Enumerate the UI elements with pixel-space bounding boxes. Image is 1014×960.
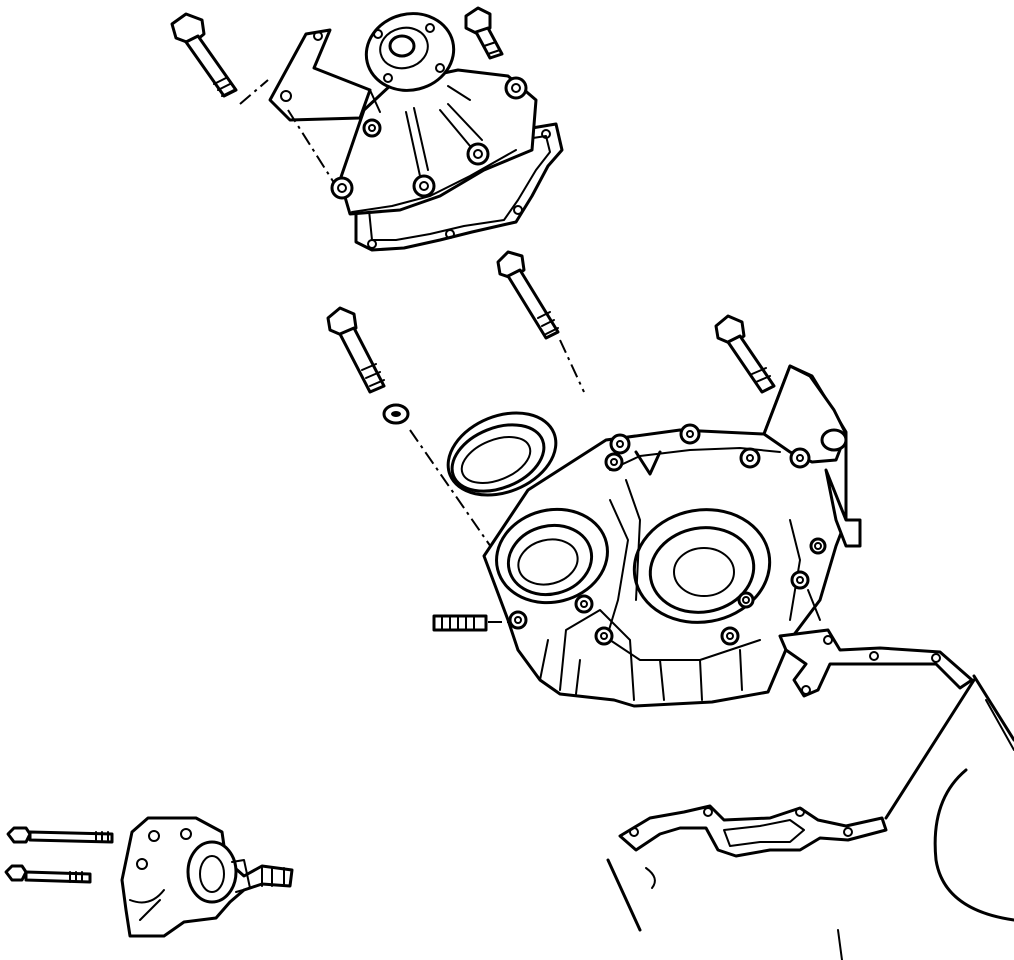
case-bolt-right	[714, 314, 776, 394]
water-pump-bolt-left	[170, 12, 238, 98]
timing-gear-case	[482, 364, 862, 708]
case-bolt-center	[496, 250, 560, 340]
bolt-guide-line	[239, 79, 269, 105]
injection-pump	[120, 816, 294, 938]
case-gasket	[778, 628, 974, 698]
pump-bolt-upper	[6, 826, 114, 844]
case-bolt-left	[326, 306, 386, 394]
block-gasket	[618, 804, 888, 858]
cylinder-block	[606, 674, 1014, 960]
bolt-guide-line	[559, 339, 585, 393]
stud	[432, 614, 488, 632]
water-pump	[330, 12, 538, 216]
bracket-guide-line	[287, 109, 337, 187]
washer	[382, 403, 410, 425]
crankshaft-oil-seal	[446, 411, 558, 497]
pump-bolt-lower	[4, 864, 92, 884]
water-pump-bolt-right	[464, 6, 504, 60]
water-pump-bracket	[268, 28, 372, 122]
